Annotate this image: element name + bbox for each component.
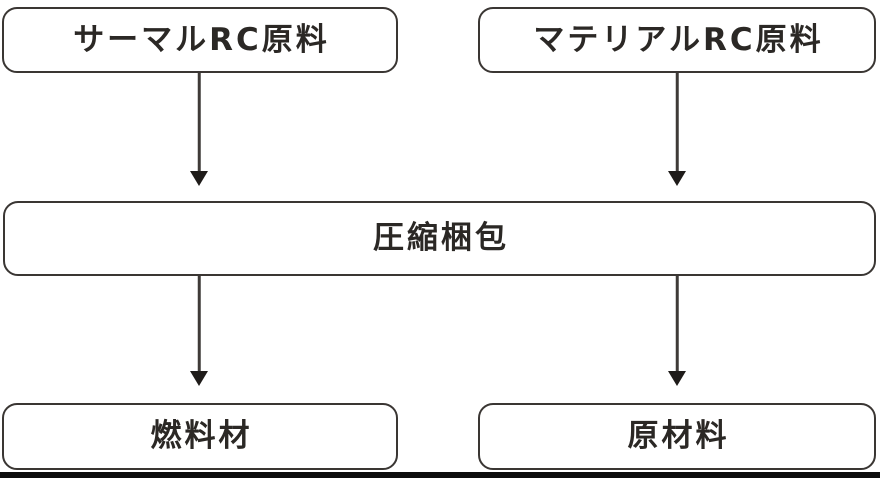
arrow-head-icon xyxy=(190,371,208,386)
node-thermal-rc-material: サーマルRC原料 xyxy=(2,7,398,73)
arrow-line xyxy=(675,276,679,372)
node-raw-material-label: 原材料 xyxy=(627,418,730,454)
node-compression-packing: 圧縮梱包 xyxy=(3,201,876,276)
arrow-head-icon xyxy=(190,171,208,186)
arrow-down-material-to-compression xyxy=(668,73,686,186)
node-thermal-rc-material-label: サーマルRC原料 xyxy=(73,21,330,58)
arrow-line xyxy=(197,276,201,372)
node-material-rc-material: マテリアルRC原料 xyxy=(478,7,876,73)
bottom-border-rule xyxy=(0,472,880,478)
arrow-line xyxy=(675,73,679,172)
node-compression-packing-label: 圧縮梱包 xyxy=(373,220,509,256)
arrow-down-compression-to-raw xyxy=(668,276,686,386)
node-fuel-material-label: 燃料材 xyxy=(150,418,253,454)
node-material-rc-material-label: マテリアルRC原料 xyxy=(533,21,824,58)
node-fuel-material: 燃料材 xyxy=(2,403,398,470)
arrow-down-thermal-to-compression xyxy=(190,73,208,186)
arrow-head-icon xyxy=(668,171,686,186)
arrow-down-compression-to-fuel xyxy=(190,276,208,386)
node-raw-material: 原材料 xyxy=(478,403,876,470)
arrow-line xyxy=(197,73,201,172)
arrow-head-icon xyxy=(668,371,686,386)
